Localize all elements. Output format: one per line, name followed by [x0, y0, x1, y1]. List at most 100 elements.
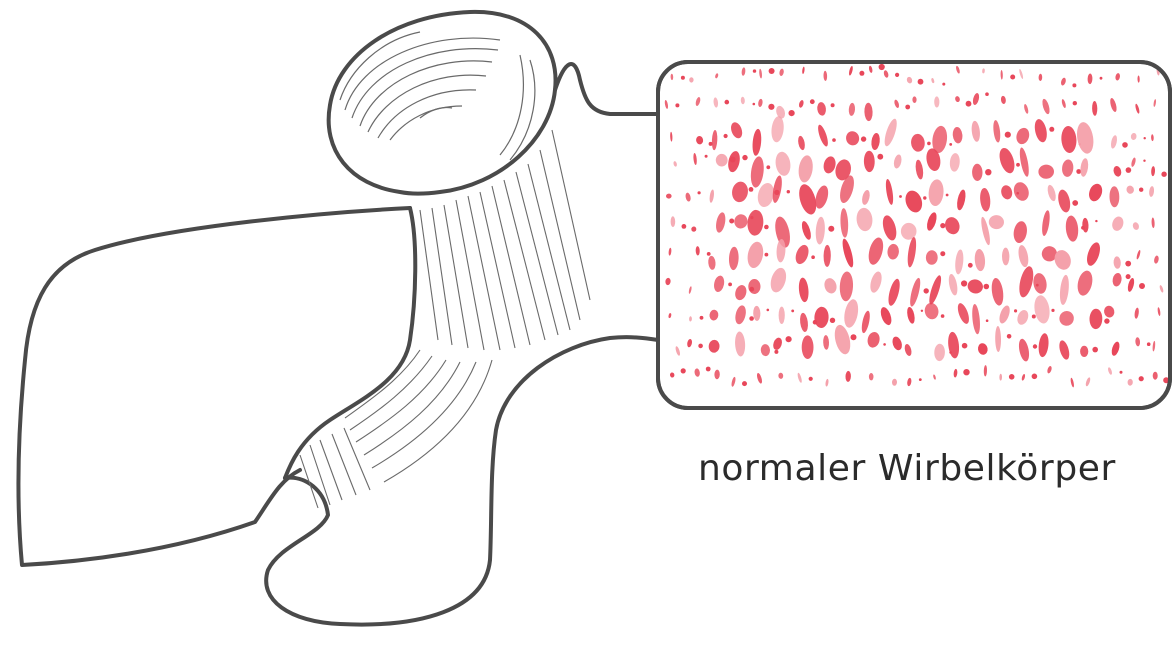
trabecula-dot: [962, 343, 968, 349]
trabecula-dot: [742, 155, 747, 160]
superior-articular-process: [329, 12, 556, 194]
trabecula-dot: [966, 101, 972, 107]
trabecula-dot: [940, 251, 945, 256]
trabecula-dot: [1125, 261, 1131, 267]
trabecula-dot: [681, 368, 686, 373]
trabecula-dot: [1147, 342, 1151, 346]
trabecula-dot: [765, 253, 769, 257]
trabecula-dot: [811, 255, 815, 259]
trabecula-dot: [883, 343, 886, 346]
trabecula-dot: [963, 369, 969, 375]
trabecula-dot: [700, 316, 704, 320]
trabecula-dot: [985, 92, 989, 96]
trabecula-dot: [1092, 347, 1098, 353]
trabecula-dot: [1049, 127, 1054, 132]
trabecula-dot: [923, 196, 926, 199]
trabecula-dot: [749, 187, 754, 192]
trabecula-dot: [941, 314, 945, 318]
trabecula-dot: [927, 142, 931, 146]
inferior-articular-process: [266, 337, 658, 624]
trabecula-dot: [706, 367, 711, 372]
trabecula-dot: [918, 79, 924, 85]
trabecula-dot: [753, 69, 756, 72]
trabecula-dot: [1010, 75, 1015, 80]
trabecula-dot: [1073, 101, 1077, 105]
trabecula-dot: [1014, 309, 1017, 312]
trabecula-dot: [769, 68, 775, 74]
trabecula-dot: [1032, 374, 1038, 380]
pedicle-upper-edge: [555, 64, 660, 114]
transverse-process: [18, 208, 410, 565]
trabecula-dot: [729, 219, 734, 224]
trabecula: [689, 77, 693, 82]
vertebral-body-caption: normaler Wirbelkörper: [698, 448, 1116, 489]
lamina-left-edge: [285, 208, 415, 478]
trabecula-dot: [787, 190, 790, 193]
trabecula-dot: [832, 138, 836, 142]
trabecula-dot: [1009, 374, 1015, 380]
trabecula-dot: [1016, 163, 1020, 167]
trabecula-dot: [1139, 188, 1143, 192]
trabecula-dot: [1122, 142, 1128, 148]
trabecula-dot: [968, 263, 973, 268]
trabecula-dot: [749, 316, 754, 321]
trabecula-dot: [698, 344, 703, 349]
trabecula-dot: [810, 99, 815, 104]
trabecula-dot: [830, 318, 835, 323]
trabecula-dot: [724, 134, 728, 138]
trabecula-dot: [1072, 200, 1078, 206]
trabecula-dot: [984, 284, 990, 290]
trabecula-dot: [942, 83, 945, 86]
trabecula-dot: [725, 100, 730, 105]
trabecula-dot: [774, 350, 778, 354]
trabecula-dot: [809, 377, 813, 381]
trabecula-dot: [675, 103, 679, 107]
trabecula-dot: [1005, 132, 1011, 138]
trabecula: [1080, 346, 1088, 357]
trabecula-dot: [1100, 77, 1103, 80]
trabecula-dot: [1051, 309, 1054, 312]
trabecula-dot: [859, 71, 864, 76]
trabecula: [748, 279, 760, 294]
trabecula-dot: [986, 319, 989, 322]
trabecula-dot: [682, 224, 687, 229]
trabecula-dot: [861, 136, 866, 141]
trabecula-dot: [1144, 137, 1146, 139]
trabecula-dot: [1161, 172, 1166, 177]
trabecula-dot: [1033, 344, 1037, 348]
trabecula-dot: [1120, 371, 1123, 374]
trabecula-dot: [851, 334, 857, 340]
trabecula-dot: [828, 226, 834, 232]
trabecula-dot: [764, 225, 769, 230]
trabecula-dot: [831, 103, 835, 107]
trabecula-dot: [879, 64, 885, 70]
trabecula-dot: [681, 76, 685, 80]
trabecula-dot: [946, 194, 949, 197]
trabecula-dot: [1095, 220, 1097, 222]
trabecula-dot: [905, 105, 910, 110]
trabecula-dot: [940, 223, 945, 228]
trabecula-dot: [1076, 169, 1081, 174]
trabecula-dot: [1032, 315, 1036, 319]
trabecula-dot: [789, 110, 795, 116]
trabecula-dot: [949, 143, 952, 146]
trabecula-dot: [921, 310, 923, 312]
trabecula: [779, 307, 785, 324]
trabecula-dot: [786, 336, 792, 342]
trabecula-dot: [1143, 160, 1145, 162]
trabecula: [1153, 372, 1158, 380]
trabecula-dot: [767, 309, 770, 312]
trabecula-dot: [707, 252, 711, 256]
trabecula: [869, 373, 874, 380]
trabecula-dot: [698, 191, 701, 194]
trabecula-dot: [766, 165, 770, 169]
trabecula-dot: [919, 378, 922, 381]
trabecula-dot: [1072, 83, 1076, 87]
trabecula-dot: [895, 73, 899, 77]
trabecula-dot: [1126, 274, 1131, 279]
trabecula-dot: [1139, 376, 1144, 381]
trabecula-dot: [742, 381, 747, 386]
trabecula-dot: [1139, 283, 1145, 289]
trabecula-dot: [961, 280, 967, 286]
